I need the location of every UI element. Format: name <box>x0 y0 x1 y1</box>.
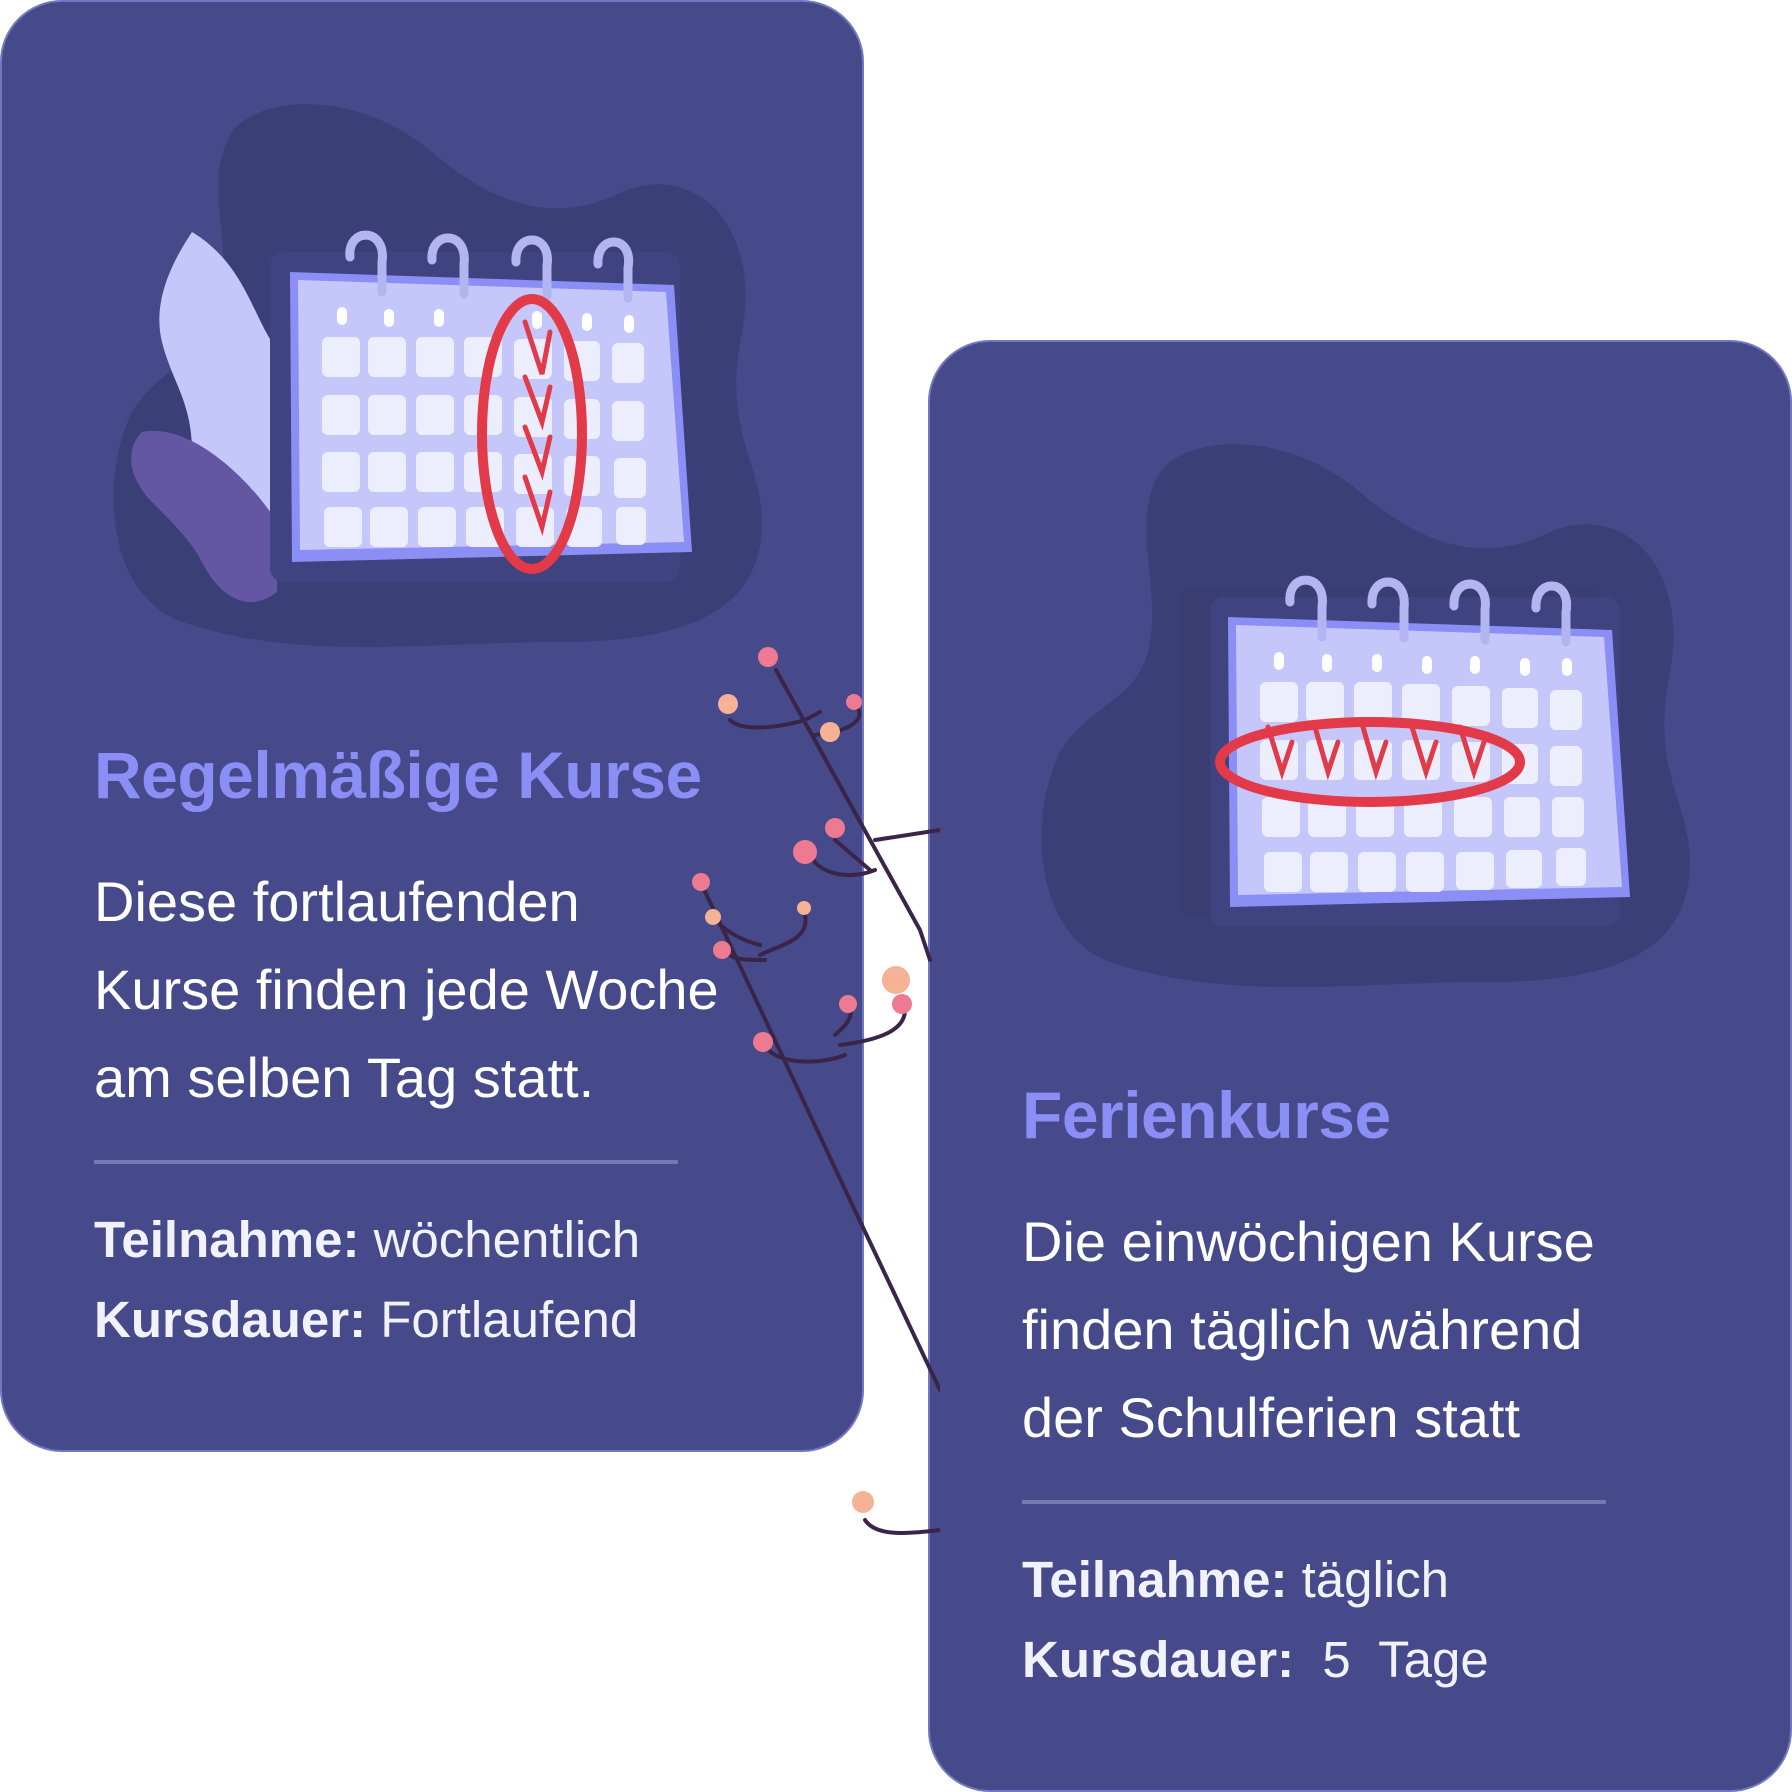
card-regular-courses: Regelmäßige Kurse Diese fortlaufenden Ku… <box>0 0 864 1452</box>
card-description: Die einwöchigen Kurse finden täglich wäh… <box>1022 1210 1595 1449</box>
calendar-icon <box>1041 444 1690 988</box>
divider <box>1022 1500 1606 1504</box>
meta-attendance: Teilnahme: täglich <box>1022 1551 1450 1608</box>
meta-duration: Kursdauer: 5 Tage <box>1022 1631 1489 1688</box>
meta-list: Teilnahme: wöchentlich Kursdauer: Fortla… <box>94 1200 640 1360</box>
card-title: Regelmäßige Kurse <box>94 738 702 812</box>
meta-duration: Kursdauer: Fortlaufend <box>94 1291 639 1348</box>
divider <box>94 1160 678 1164</box>
meta-list: Teilnahme: täglich Kursdauer: 5 Tage <box>1022 1540 1489 1700</box>
card-description: Diese fortlaufenden Kurse finden jede Wo… <box>94 870 719 1109</box>
meta-attendance: Teilnahme: wöchentlich <box>94 1211 641 1268</box>
card-title: Ferienkurse <box>1022 1078 1391 1152</box>
calendar-icon <box>113 104 762 648</box>
card-holiday-courses: Ferienkurse Die einwöchigen Kurse finden… <box>928 340 1792 1792</box>
